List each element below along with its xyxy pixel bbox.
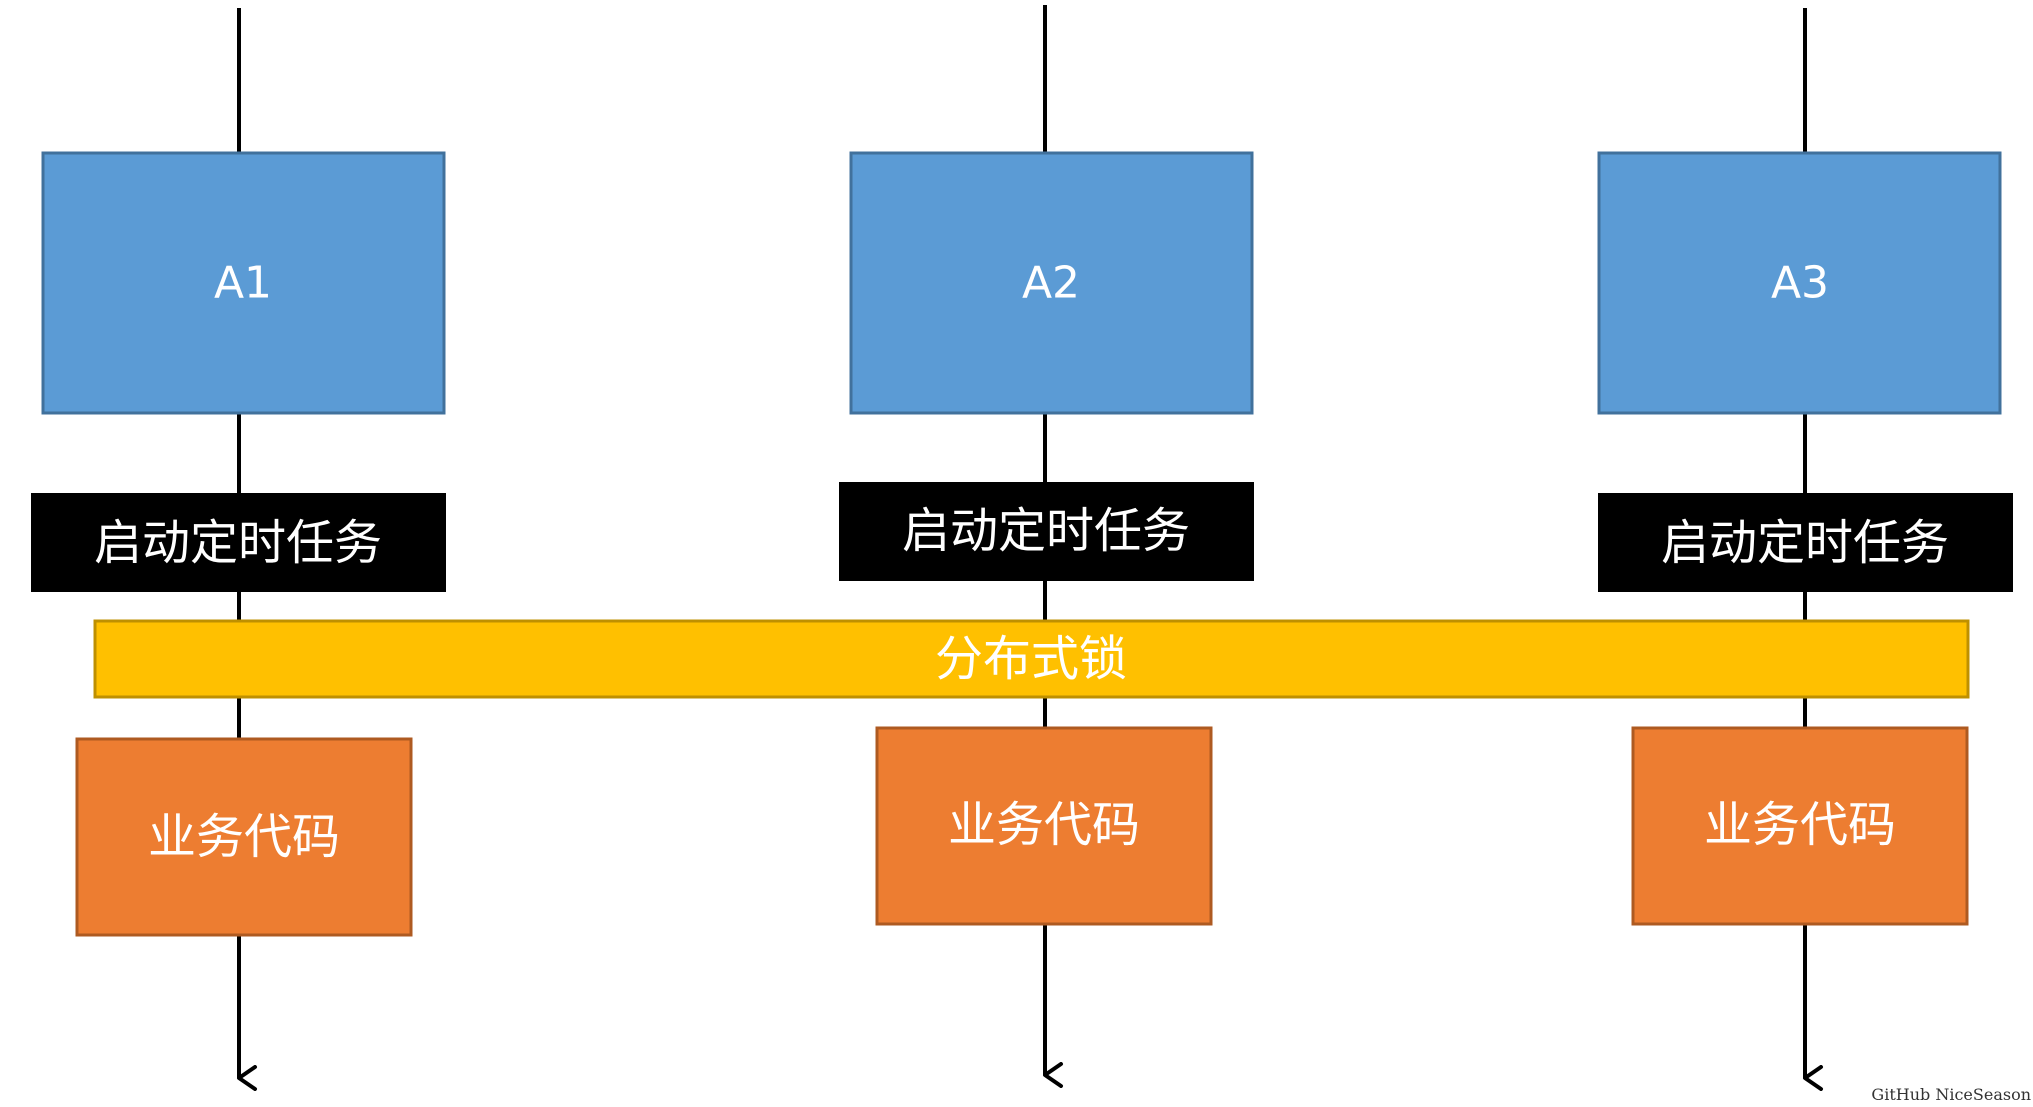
watermark: GitHub NiceSeason [1871, 1085, 2031, 1104]
business-code-a3: 业务代码 [1631, 726, 1969, 926]
timer-task-a1: 启动定时任务 [31, 493, 446, 592]
business-code-a1-label: 业务代码 [148, 809, 340, 865]
node-a1: A1 [41, 151, 446, 415]
business-code-a2-label: 业务代码 [948, 797, 1140, 853]
node-a2: A2 [849, 151, 1254, 415]
node-a3-label: A3 [1771, 258, 1829, 309]
node-a3: A3 [1597, 151, 2002, 415]
business-code-a2: 业务代码 [875, 726, 1213, 926]
timer-task-a1-label: 启动定时任务 [94, 515, 382, 571]
timer-task-a3-label: 启动定时任务 [1661, 515, 1949, 571]
distributed-lock-label: 分布式锁 [935, 631, 1127, 687]
node-a1-label: A1 [214, 258, 272, 309]
distributed-lock-bar: 分布式锁 [93, 619, 1970, 699]
timer-task-a3: 启动定时任务 [1598, 493, 2013, 592]
business-code-a3-label: 业务代码 [1704, 797, 1896, 853]
timer-task-a2: 启动定时任务 [839, 482, 1254, 581]
node-a2-label: A2 [1022, 258, 1080, 309]
business-code-a1: 业务代码 [75, 737, 413, 937]
timer-task-a2-label: 启动定时任务 [902, 503, 1190, 559]
